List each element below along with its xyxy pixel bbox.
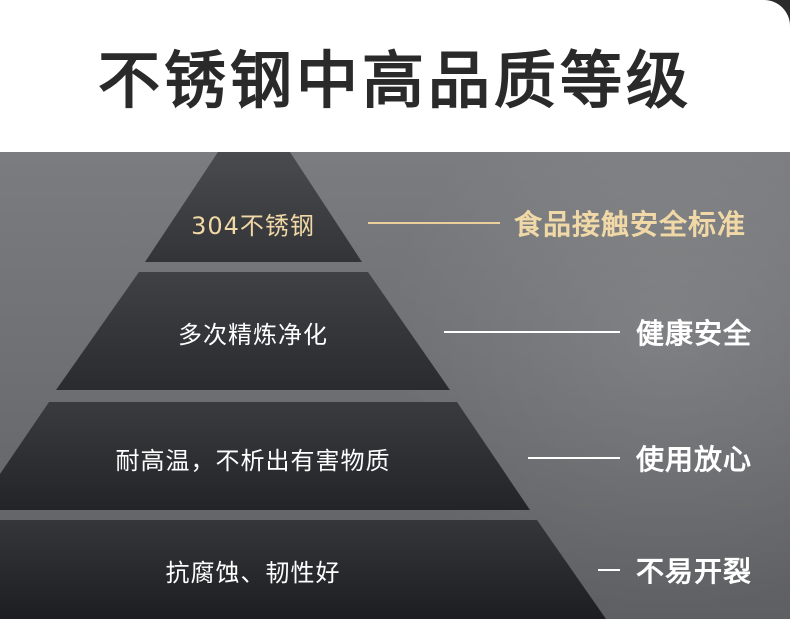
pyramid-tier-4 [0, 520, 606, 619]
pyramid-tier-3 [0, 402, 530, 510]
header [0, 0, 790, 152]
pyramid-panel: 304不锈钢 多次精炼净化 耐高温，不析出有害物质 抗腐蚀、韧性好 食品接触安全… [0, 152, 790, 619]
tier-4-label: 抗腐蚀、韧性好 [165, 559, 341, 587]
tier-2-benefit: 健康安全 [636, 317, 753, 350]
tier-3-label: 耐高温，不析出有害物质 [115, 447, 391, 475]
pyramid-graphic [0, 152, 606, 619]
tier-4-connector [598, 569, 620, 571]
tier-1-label: 304不锈钢 [191, 212, 315, 240]
tier-1-connector [368, 222, 500, 224]
tier-2-connector [444, 331, 620, 333]
pyramid-tier-1 [145, 152, 362, 262]
tier-2-label: 多次精炼净化 [178, 321, 328, 349]
tier-1-benefit: 食品接触安全标准 [514, 208, 747, 241]
tier-3-connector [528, 457, 620, 459]
tier-3-benefit: 使用放心 [636, 443, 753, 476]
tier-4-benefit: 不易开裂 [636, 555, 753, 588]
page-title: 不锈钢中高品质等级 [97, 44, 692, 117]
pyramid-tier-2 [56, 272, 450, 390]
